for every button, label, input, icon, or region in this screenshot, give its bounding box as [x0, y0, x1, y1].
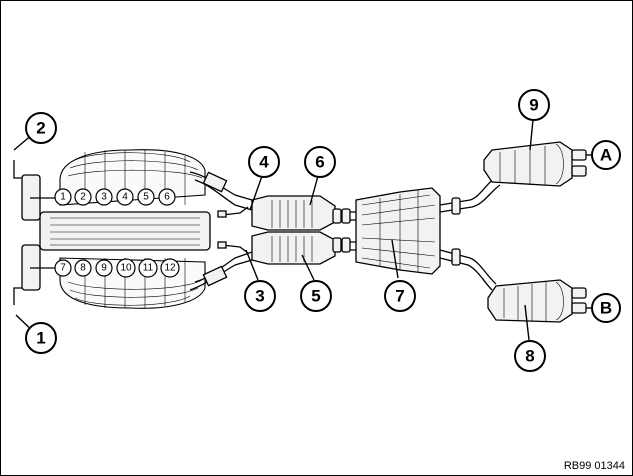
svg-text:2: 2	[80, 192, 86, 203]
rear-silencer-lower	[487, 279, 587, 323]
svg-text:7: 7	[60, 263, 66, 274]
callout-7: 7	[384, 280, 416, 312]
exhaust-manifold-pipes	[189, 171, 253, 291]
svg-text:6: 6	[315, 153, 324, 172]
cylinder-12: 12	[160, 258, 180, 278]
svg-text:4: 4	[259, 153, 269, 172]
cylinder-3: 3	[95, 188, 113, 206]
callout-2: 2	[25, 112, 57, 144]
reference-code: RB99 01344	[563, 460, 625, 472]
callout-8: 8	[514, 340, 546, 372]
callout-4: 4	[248, 146, 280, 178]
cylinder-8: 8	[74, 259, 92, 277]
oxygen-sensor-lower	[217, 241, 249, 254]
svg-text:4: 4	[122, 192, 128, 203]
cylinder-6: 6	[158, 188, 176, 206]
svg-text:1: 1	[36, 329, 45, 348]
cylinder-2: 2	[74, 188, 92, 206]
svg-text:9: 9	[529, 96, 538, 115]
svg-text:2: 2	[36, 119, 45, 138]
catalytic-converter-upper	[251, 195, 336, 231]
engine-block	[13, 149, 211, 309]
svg-text:8: 8	[525, 347, 534, 366]
cylinder-bank-upper: 1 2 3 4 5 6	[54, 188, 176, 206]
center-silencer	[355, 187, 441, 275]
cylinder-9: 9	[95, 259, 113, 277]
svg-text:5: 5	[311, 287, 320, 306]
callout-B: B	[591, 293, 621, 323]
svg-text:12: 12	[164, 263, 176, 274]
svg-text:7: 7	[395, 287, 404, 306]
cylinder-4: 4	[116, 188, 134, 206]
callout-A: A	[591, 140, 621, 170]
cylinder-bank-lower: 7 8 9 10 11 12	[54, 258, 180, 278]
svg-text:1: 1	[60, 192, 66, 203]
cylinder-5: 5	[137, 188, 155, 206]
callout-9: 9	[518, 89, 550, 121]
oxygen-sensor-upper	[217, 206, 249, 218]
svg-text:10: 10	[120, 263, 132, 274]
svg-text:11: 11	[143, 263, 154, 274]
rear-silencer-upper	[483, 141, 587, 187]
callout-3: 3	[244, 280, 276, 312]
svg-text:9: 9	[101, 263, 107, 274]
callout-1: 1	[25, 322, 57, 354]
svg-text:3: 3	[101, 192, 107, 203]
callout-5: 5	[300, 280, 332, 312]
cylinder-1: 1	[54, 188, 72, 206]
svg-text:3: 3	[255, 287, 264, 306]
cylinder-7: 7	[54, 259, 72, 277]
svg-text:A: A	[600, 146, 612, 165]
callout-6: 6	[304, 146, 336, 178]
rear-pipe-lower	[439, 248, 497, 291]
catalytic-converter-lower	[251, 231, 336, 265]
svg-text:5: 5	[143, 192, 149, 203]
cylinder-10: 10	[116, 258, 136, 278]
cylinder-11: 11	[138, 258, 158, 278]
rear-pipe-upper	[439, 177, 501, 215]
svg-text:B: B	[600, 299, 612, 318]
svg-text:6: 6	[164, 192, 170, 203]
svg-text:8: 8	[80, 263, 86, 274]
